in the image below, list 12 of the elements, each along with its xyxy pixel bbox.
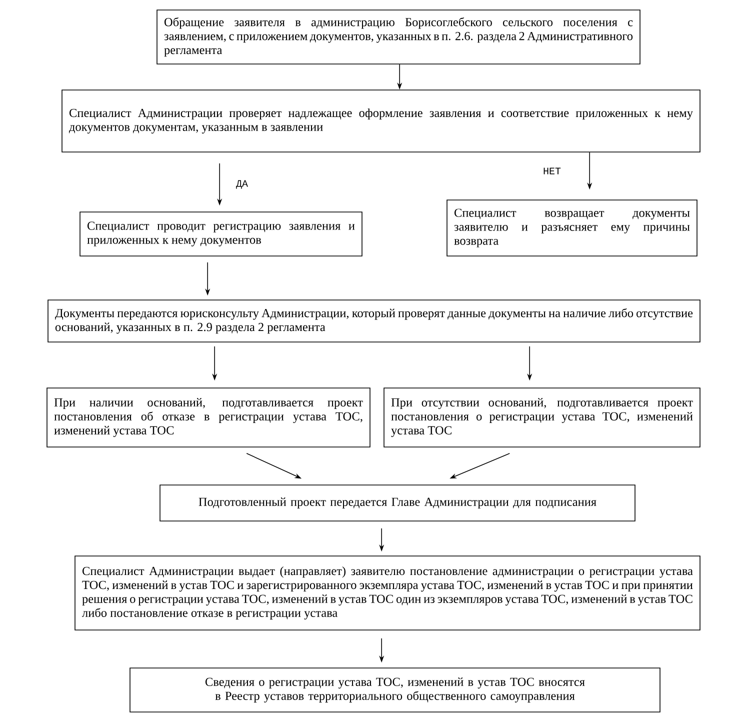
process-box: Обращение заявителя в администрацию Борисоглебского сельского поселения с заявлением, с приложением документов, указанных в п. 2.6. раздела 2 Административного регламента: [156, 10, 640, 64]
process-box: Специалист Администрации проверяет надлежащее оформление заявления и соответствие приложенных к нему документов документам, указанным в заявлении: [62, 90, 700, 152]
process-box: Документы передаются юрисконсульту Администрации, который проверят данные документы на наличие либо отсутствие оснований, указанных в п. 2.9 раздела 2 регламента: [48, 300, 700, 342]
edge-label: ДА: [235, 179, 249, 190]
process-box: При наличии оснований, подготавливается проект постановления об отказе в регистрации устава ТОС, изменений устава ТОС: [46, 388, 370, 448]
process-box: Сведения о регистрации устава ТОС, изменений в устав ТОС вносятся в Реестр уставов территориального общественного самоуправления: [130, 668, 660, 712]
process-box: При отсутствии оснований, подготавливается проект постановления о регистрации устава ТОС, изменений устава ТОС: [384, 388, 700, 448]
process-box: Специалист возвращает документы заявителю и разъясняет ему причины возврата: [446, 200, 698, 256]
process-box: Подготовленный проект передается Главе Администрации для подписания: [160, 484, 636, 522]
process-box: Специалист проводит регистрацию заявления и приложенных к нему документов: [80, 212, 362, 256]
process-box: Специалист Администрации выдает (направляет) заявителю постановление администрации о регистрации устава ТОС, изменений в устав ТОС и зарегистрированного экземпляра устава ТОС, изменений в устав ТОС и при принятии решения о регистрации устава ТОС, изменений в устав ТОС один из экземпляров устава ТОС, изменений в устав ТОС либо постановление отказе в регистрации устава: [74, 556, 700, 630]
edge-label: НЕТ: [542, 166, 562, 176]
